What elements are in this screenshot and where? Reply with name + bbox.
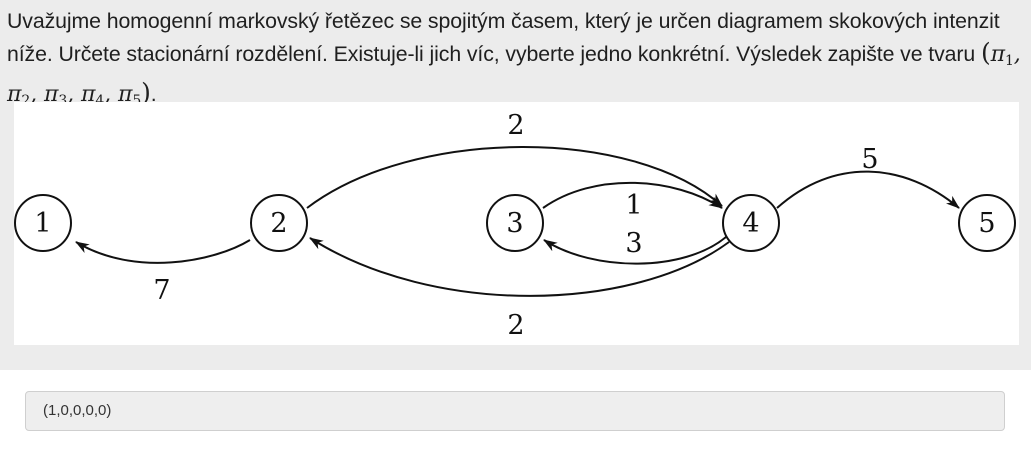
edge-4-to-2 — [309, 237, 730, 297]
question-period: . — [150, 82, 157, 106]
rate-label-2-to-1: 7 — [153, 275, 170, 306]
formula-term-3: π3 — [43, 82, 68, 109]
edge-4-to-3 — [543, 236, 727, 265]
question-text: Uvažujme homogenní markovský řetězec se … — [7, 6, 1022, 117]
rate-label-4-to-5: 5 — [861, 144, 878, 175]
rate-label-2-to-4: 2 — [507, 110, 524, 141]
rate-label-4-to-2: 2 — [507, 310, 524, 341]
state-node-1: 1 — [14, 194, 72, 252]
answer-field[interactable]: (1,0,0,0,0) — [25, 391, 1005, 431]
state-label-3: 3 — [506, 208, 523, 239]
state-node-3: 3 — [486, 194, 544, 252]
diagram-svg: 7 2 1 3 2 5 1 2 3 4 — [14, 110, 1016, 341]
formula-term-5: π5 — [117, 82, 142, 109]
rate-label-4-to-3: 3 — [625, 228, 642, 259]
formula-close-paren: ) — [141, 78, 151, 107]
edge-2-to-4 — [306, 146, 723, 209]
edge-4-to-5 — [776, 170, 960, 209]
edge-3-to-4 — [542, 181, 723, 209]
transition-rate-diagram: 7 2 1 3 2 5 1 2 3 4 — [14, 102, 1019, 345]
state-label-4: 4 — [742, 208, 759, 239]
state-node-5: 5 — [958, 194, 1016, 252]
state-node-2: 2 — [250, 194, 308, 252]
state-node-4: 4 — [722, 194, 780, 252]
state-label-5: 5 — [978, 208, 995, 239]
state-label-1: 1 — [34, 208, 51, 239]
rate-label-3-to-4: 1 — [625, 190, 642, 221]
edge-2-to-1 — [75, 239, 251, 264]
state-label-2: 2 — [270, 208, 287, 239]
stationary-vector-formula: (π1, π2, π3, π4, π5) — [7, 38, 1021, 109]
question-panel: Uvažujme homogenní markovský řetězec se … — [0, 0, 1031, 370]
formula-open-paren: ( — [980, 38, 991, 67]
answer-area: (1,0,0,0,0) — [0, 370, 1031, 452]
question-body: Uvažujme homogenní markovský řetězec se … — [7, 9, 1000, 66]
formula-term-2: π2 — [7, 82, 31, 109]
formula-term-4: π4 — [80, 82, 105, 109]
formula-term-1: π1 — [990, 42, 1014, 69]
